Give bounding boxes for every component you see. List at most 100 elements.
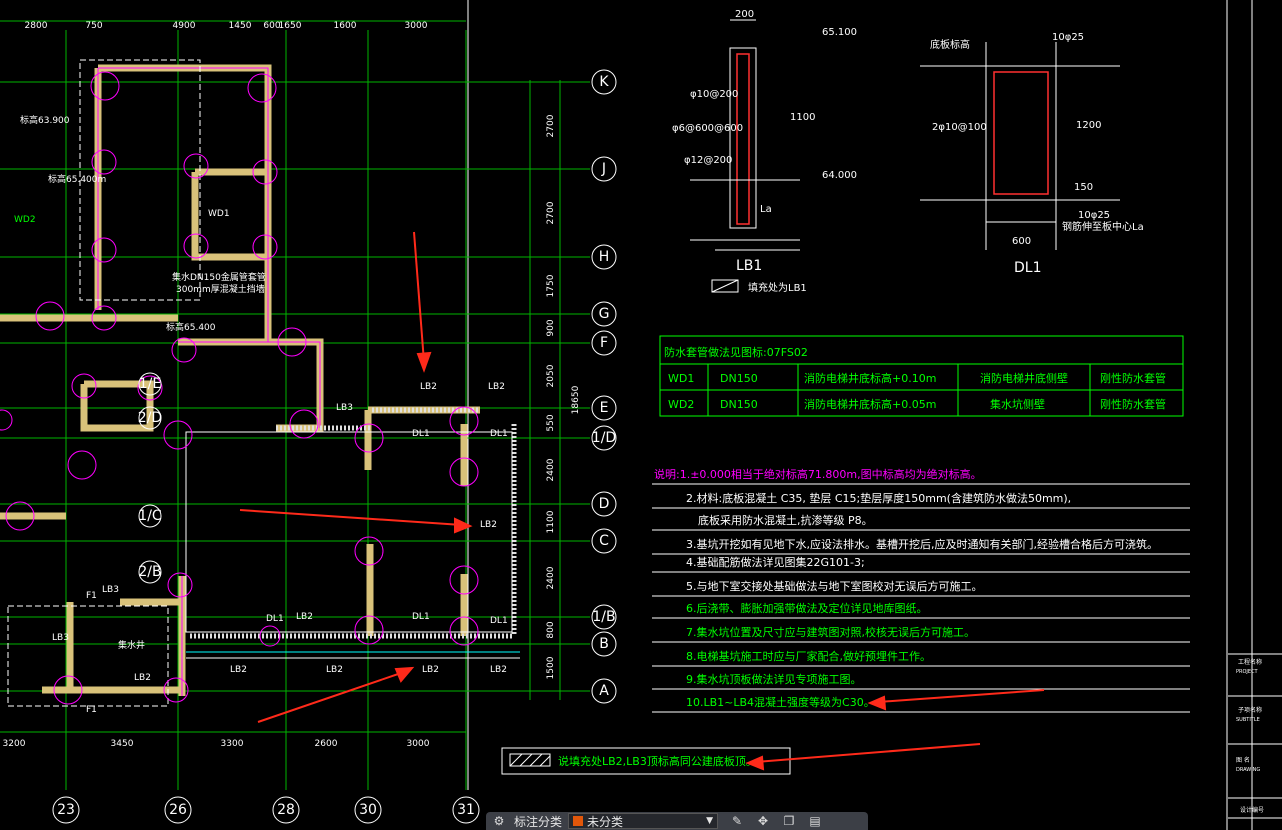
move-icon[interactable]: ✥ [757, 814, 769, 828]
dl1-cover: 150 [1074, 182, 1093, 193]
dim-right-7: 1100 [546, 510, 556, 533]
elev-label-2: 标高65.400m [48, 173, 106, 185]
dim-bottom-3: 2600 [315, 739, 338, 749]
lb3-label-3: LB3 [52, 633, 69, 643]
note-line-1: 说明:1.±0.000相当于绝对标高71.800m,图中标高均为绝对标高。 [654, 467, 982, 481]
elev-label-1: 标高63.900 [20, 114, 70, 126]
axis-bubbles-left: 1/E2/D1/C2/B [138, 372, 162, 584]
lb1-height: 1100 [790, 112, 815, 123]
paste-icon[interactable]: ▤ [809, 814, 821, 828]
pit-label: 集水井 [118, 639, 145, 651]
dim-bottom-0: 3200 [3, 739, 26, 749]
dl1-title: DL1 [1014, 260, 1042, 276]
axis-label-D: D [599, 496, 610, 512]
title-block: 工程名称 PROJECT 子项名称 SUBTITLE 图 名 DRAWING 设… [1228, 653, 1282, 819]
note-line-5: 4.基础配筋做法详见图集22G101-3; [686, 555, 865, 569]
axis-label-28: 28 [277, 802, 295, 818]
dl1-rebar-side: 2φ10@100 [932, 122, 987, 133]
table-r1-c3: 消防电梯井底标高+0.10m [804, 371, 936, 385]
waterproof-sleeve-table: 防水套管做法见图标:07FS02 WD1 DN150 消防电梯井底标高+0.10… [659, 335, 1184, 417]
dl1-rebar-top: 10φ25 [1052, 32, 1084, 43]
wd1-label: WD1 [208, 209, 230, 219]
axis-label-23: 23 [57, 802, 75, 818]
dim-bottom-4: 3000 [407, 739, 430, 749]
table-r1-c5: 刚性防水套管 [1100, 371, 1166, 385]
axis-label-1-B: 1/B [592, 609, 615, 625]
lb3-label: LB3 [336, 403, 353, 413]
axis-bubble-E [591, 395, 617, 421]
lb2-label-side: LB2 [480, 520, 497, 530]
lb2-label-top-2: LB2 [488, 382, 505, 392]
chevron-down-icon: ▼ [706, 816, 714, 826]
axis-bubble-26 [164, 796, 192, 824]
table-r1-c1: WD1 [668, 372, 694, 385]
dim-top-6: 1600 [334, 21, 357, 31]
tb-subtitle-cn: 子项名称 [1238, 706, 1262, 714]
lb1-rebar-1: φ10@200 [690, 89, 738, 100]
edit-icon[interactable]: ✎ [731, 814, 743, 828]
dim-right-total: 18650 [571, 385, 581, 414]
axis-bubble-30 [354, 796, 382, 824]
dim-right-1: 2700 [546, 201, 556, 224]
axis-label-B: B [599, 636, 609, 652]
table-r2-c5: 刚性防水套管 [1100, 397, 1166, 411]
lb1-la: La [760, 204, 772, 215]
axis-label-K: K [599, 74, 609, 90]
dim-right-9: 800 [546, 621, 556, 638]
note-line-6: 5.与地下室交接处基础做法与地下室图校对无误后方可施工。 [686, 579, 983, 593]
sump-outline [7, 605, 169, 707]
lb1-rebar-2: φ6@600@600 [672, 123, 743, 134]
axis-bubble-D [591, 491, 617, 517]
axis-bubble-1-D [591, 425, 617, 451]
axis-bubble-1-B [591, 604, 617, 630]
axis-label-C: C [599, 533, 609, 549]
dl1-height: 1200 [1076, 120, 1101, 131]
dim-top-0: 2800 [25, 21, 48, 31]
table-header: 防水套管做法见图标:07FS02 [664, 345, 808, 359]
axis-bubble-31 [452, 796, 480, 824]
axis-bubble-J [591, 156, 617, 182]
dim-bottom-2: 3300 [221, 739, 244, 749]
lb1-width: 200 [735, 9, 754, 20]
f1-label-2: F1 [86, 705, 97, 715]
note-line-3: 底板采用防水混凝土,抗渗等级 P8。 [698, 513, 873, 527]
note-line-10: 9.集水坑顶板做法详见专项施工图。 [686, 672, 862, 686]
lb1-rebar-3: φ12@200 [684, 155, 732, 166]
axis-bubble-A [591, 678, 617, 704]
elev-label-3: 标高65.400 [166, 321, 216, 333]
dl1-anchor-note: 钢筋伸至板中心La [1062, 220, 1144, 233]
pipe-note-1: 集水DN150金属管套管 [172, 271, 266, 283]
table-r1-c4: 消防电梯井底侧壁 [980, 371, 1068, 385]
lb3-label-2: LB3 [102, 585, 119, 595]
lb1-title: LB1 [736, 258, 762, 274]
axis-label-F: F [600, 335, 608, 351]
table-r1-c2: DN150 [720, 372, 758, 385]
f1-label-1: F1 [86, 591, 97, 601]
axis-label-E: E [600, 400, 609, 416]
dl1-width: 600 [1012, 236, 1031, 247]
hatched-slab-lb2 [190, 407, 517, 639]
axis-label-H: H [599, 249, 610, 265]
axis-bubble-B [591, 631, 617, 657]
dl1-label-5: DL1 [490, 616, 508, 626]
walls [0, 64, 480, 696]
annotation-settings-icon[interactable]: ⚙ [493, 814, 505, 828]
dim-right-2: 1750 [546, 274, 556, 297]
dim-top-1: 750 [85, 21, 102, 31]
note-line-8: 7.集水坑位置及尺寸应与建筑图对照,校核无误后方可施工。 [686, 625, 975, 639]
dl1-label-2: DL1 [490, 429, 508, 439]
copy-icon[interactable]: ❐ [783, 814, 795, 828]
lb2-label-6: LB2 [326, 665, 343, 675]
category-dropdown[interactable]: 未分类 ▼ [568, 813, 719, 829]
lb2-label-7: LB2 [422, 665, 439, 675]
red-annotation-arrows [239, 231, 1045, 771]
lb2-label-9: LB2 [134, 673, 151, 683]
axis-label-G: G [599, 306, 610, 322]
lb2-label-4: LB2 [296, 612, 313, 622]
note-line-11: 10.LB1~LB4混凝土强度等级为C30。 [686, 695, 875, 709]
axis-label-30: 30 [359, 802, 377, 818]
